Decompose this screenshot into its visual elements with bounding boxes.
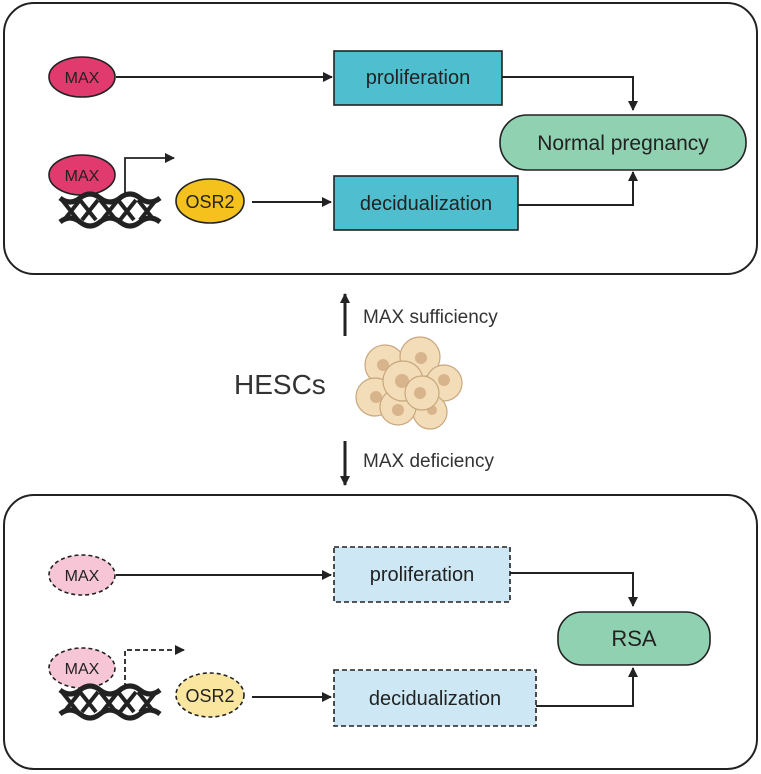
osr2-bottom-label: OSR2 xyxy=(185,686,234,706)
dna-helix-top xyxy=(58,191,162,229)
rsa-label: RSA xyxy=(611,626,657,651)
proliferation-label-bottom: proliferation xyxy=(370,564,475,586)
max-bottom-2-label: MAX xyxy=(65,661,100,678)
decidualization-box-bottom xyxy=(333,669,537,727)
hescs-label: HESCs xyxy=(234,369,326,400)
proliferation-box-top xyxy=(333,50,503,106)
max-top-1-label: MAX xyxy=(65,70,100,87)
proliferation-label-top: proliferation xyxy=(366,67,471,89)
dna-helix-bottom xyxy=(58,683,162,721)
top-panel: MAX proliferation MAX OSR2 decidualizati… xyxy=(3,2,758,275)
max-top-2-label: MAX xyxy=(65,168,100,185)
bottom-panel: MAX proliferation MAX OSR2 decidualizati… xyxy=(3,494,758,770)
connector-decidualization-outcome-bottom xyxy=(536,667,638,707)
max-sufficiency-label: MAX sufficiency xyxy=(363,307,498,328)
max-bottom-1 xyxy=(48,554,116,596)
connector-proliferation-outcome-bottom xyxy=(510,572,638,607)
transcription-arrow-top xyxy=(124,153,175,196)
osr2-bottom xyxy=(175,672,245,718)
normal-pregnancy-label: Normal pregnancy xyxy=(537,132,709,155)
decidualization-box-top xyxy=(333,175,519,231)
transcription-arrow-bottom xyxy=(124,645,185,688)
connector-proliferation-outcome-top xyxy=(502,76,638,111)
proliferation-box-bottom xyxy=(333,546,511,603)
cell-cluster-icon xyxy=(355,336,463,430)
normal-pregnancy-box xyxy=(499,114,747,171)
max-top-1 xyxy=(48,56,116,98)
middle-section: MAX sufficiency HESCs MAX deficiency xyxy=(234,293,498,486)
max-bottom-1-label: MAX xyxy=(65,568,100,585)
osr2-top-label: OSR2 xyxy=(185,192,234,212)
decidualization-label-top: decidualization xyxy=(360,193,492,215)
connector-decidualization-outcome-top xyxy=(518,171,638,206)
osr2-top xyxy=(175,178,245,224)
max-deficiency-label: MAX deficiency xyxy=(363,451,494,472)
decidualization-label-bottom: decidualization xyxy=(369,688,501,710)
rsa-box xyxy=(557,611,711,666)
